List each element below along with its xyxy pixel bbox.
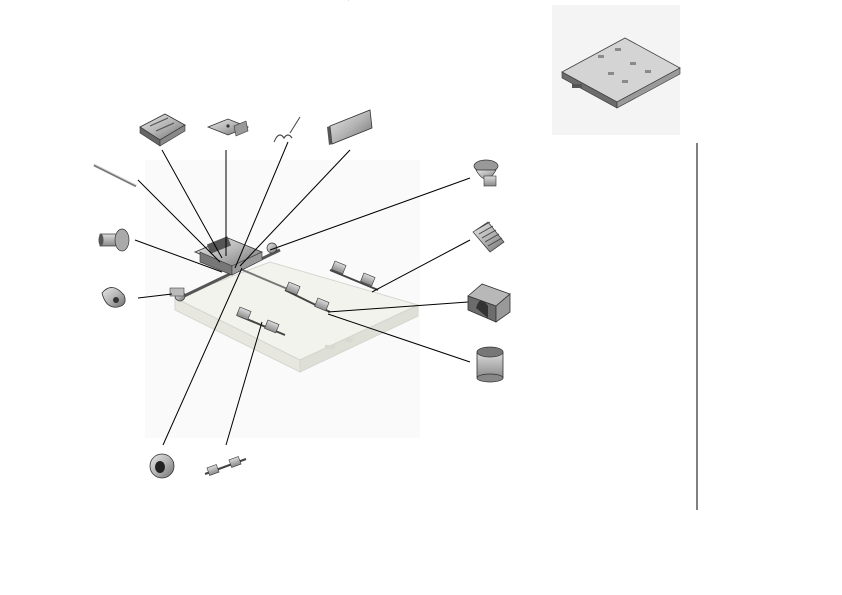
spring-clip — [139, 113, 186, 147]
mushroom-pin — [473, 159, 499, 187]
mounting-bracket — [206, 118, 250, 137]
assembled-unit-thumbnail — [552, 5, 681, 135]
ring-bearing — [149, 453, 175, 479]
flanged-pin — [98, 228, 130, 252]
coil-spring — [472, 221, 505, 253]
roller-shaft-middle — [284, 281, 331, 313]
cam-lever — [101, 287, 126, 308]
leader-lines — [134, 141, 471, 446]
support-block — [467, 283, 511, 323]
roller-shaft-upper — [329, 260, 379, 291]
base-plate — [173, 261, 420, 373]
torsion-spring — [273, 116, 301, 143]
bushing — [476, 346, 504, 383]
guide-rod — [93, 163, 137, 188]
cover-plate — [327, 0, 373, 145]
small-shaft — [204, 456, 247, 476]
